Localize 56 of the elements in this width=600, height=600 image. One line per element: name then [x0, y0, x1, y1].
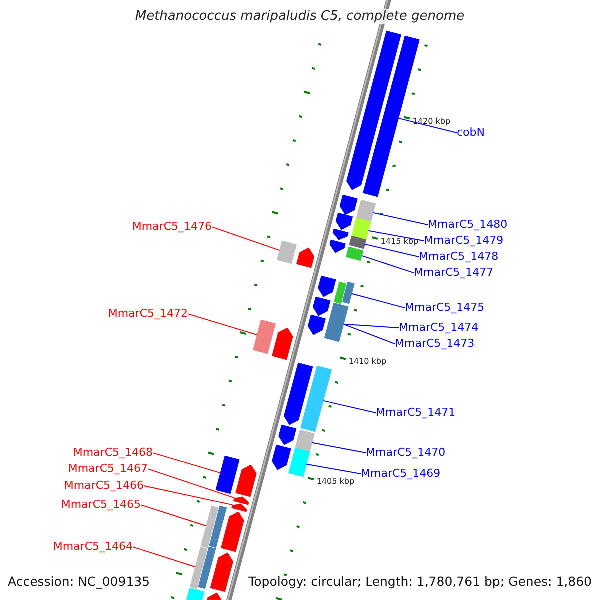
gene-label: MmarC5_1465 — [61, 499, 141, 512]
gene-feature — [300, 366, 332, 432]
gene-label: MmarC5_1470 — [366, 447, 446, 460]
gene-feature — [288, 448, 310, 478]
gene-label: MmarC5_1466 — [64, 480, 144, 492]
gene-feature — [190, 546, 208, 590]
leader-line — [398, 118, 458, 134]
genome-summary: Topology: circular; Length: 1,780,761 bp; Genes: 1,860 — [248, 575, 592, 589]
gene-label: MmarC5_1478 — [419, 251, 499, 264]
leader-line — [144, 486, 234, 506]
gene-label: MmarC5_1471 — [376, 407, 456, 420]
leader-line — [148, 468, 236, 499]
diagram-title: Methanococcus maripaludis C5, complete genome — [133, 9, 467, 24]
gene-label: MmarC5_1480 — [428, 219, 508, 232]
leader-line — [362, 255, 414, 274]
leader-line — [373, 212, 428, 226]
gene-label: MmarC5_1477 — [414, 267, 494, 280]
leader-line — [152, 452, 222, 474]
gene-label: MmarC5_1467 — [68, 463, 148, 476]
scale-label: 1420 kbp — [412, 118, 451, 126]
leader-line — [368, 230, 424, 242]
leader-line — [306, 464, 362, 475]
leader-line — [212, 226, 280, 252]
gene-label: MmarC5_1468 — [73, 447, 153, 460]
gene-feature — [346, 246, 364, 262]
gene-label: MmarC5_1474 — [399, 322, 479, 334]
gene-feature — [216, 456, 240, 494]
gene-feature — [253, 320, 276, 354]
gene-feature — [276, 240, 297, 264]
scale-label: 1405 kbp — [316, 478, 355, 488]
gene-label: MmarC5_1473 — [395, 338, 475, 350]
gene-label: MmarC5_1475 — [405, 302, 485, 314]
scale-label: 1415 kbp — [380, 238, 419, 247]
gene-feature — [356, 200, 376, 222]
gene-label: MmarC5_1469 — [361, 468, 441, 480]
gene-feature — [295, 430, 315, 452]
leader-line — [343, 324, 396, 345]
leader-line — [188, 314, 258, 336]
gene-feature — [349, 236, 367, 250]
gene-label: MmarC5_1479 — [424, 235, 504, 248]
leader-line — [140, 504, 207, 527]
gene-feature — [352, 218, 372, 240]
leader-line — [132, 546, 196, 568]
gene-label: cobN — [457, 127, 485, 140]
gene-label: MmarC5_1472 — [108, 308, 188, 320]
gene-label: MmarC5_1464 — [53, 541, 133, 554]
accession-note: Accession: NC_009135 — [8, 575, 150, 589]
gene-feature — [342, 282, 355, 304]
leader-line — [343, 324, 400, 329]
gene-feature — [324, 302, 349, 342]
gene-label: MmarC5_1476 — [132, 221, 212, 234]
leader-line — [323, 400, 376, 414]
gene-feature — [200, 506, 219, 548]
leader-line — [364, 244, 420, 258]
scale-label: 1410 kbp — [348, 358, 387, 367]
leader-line — [312, 442, 366, 454]
